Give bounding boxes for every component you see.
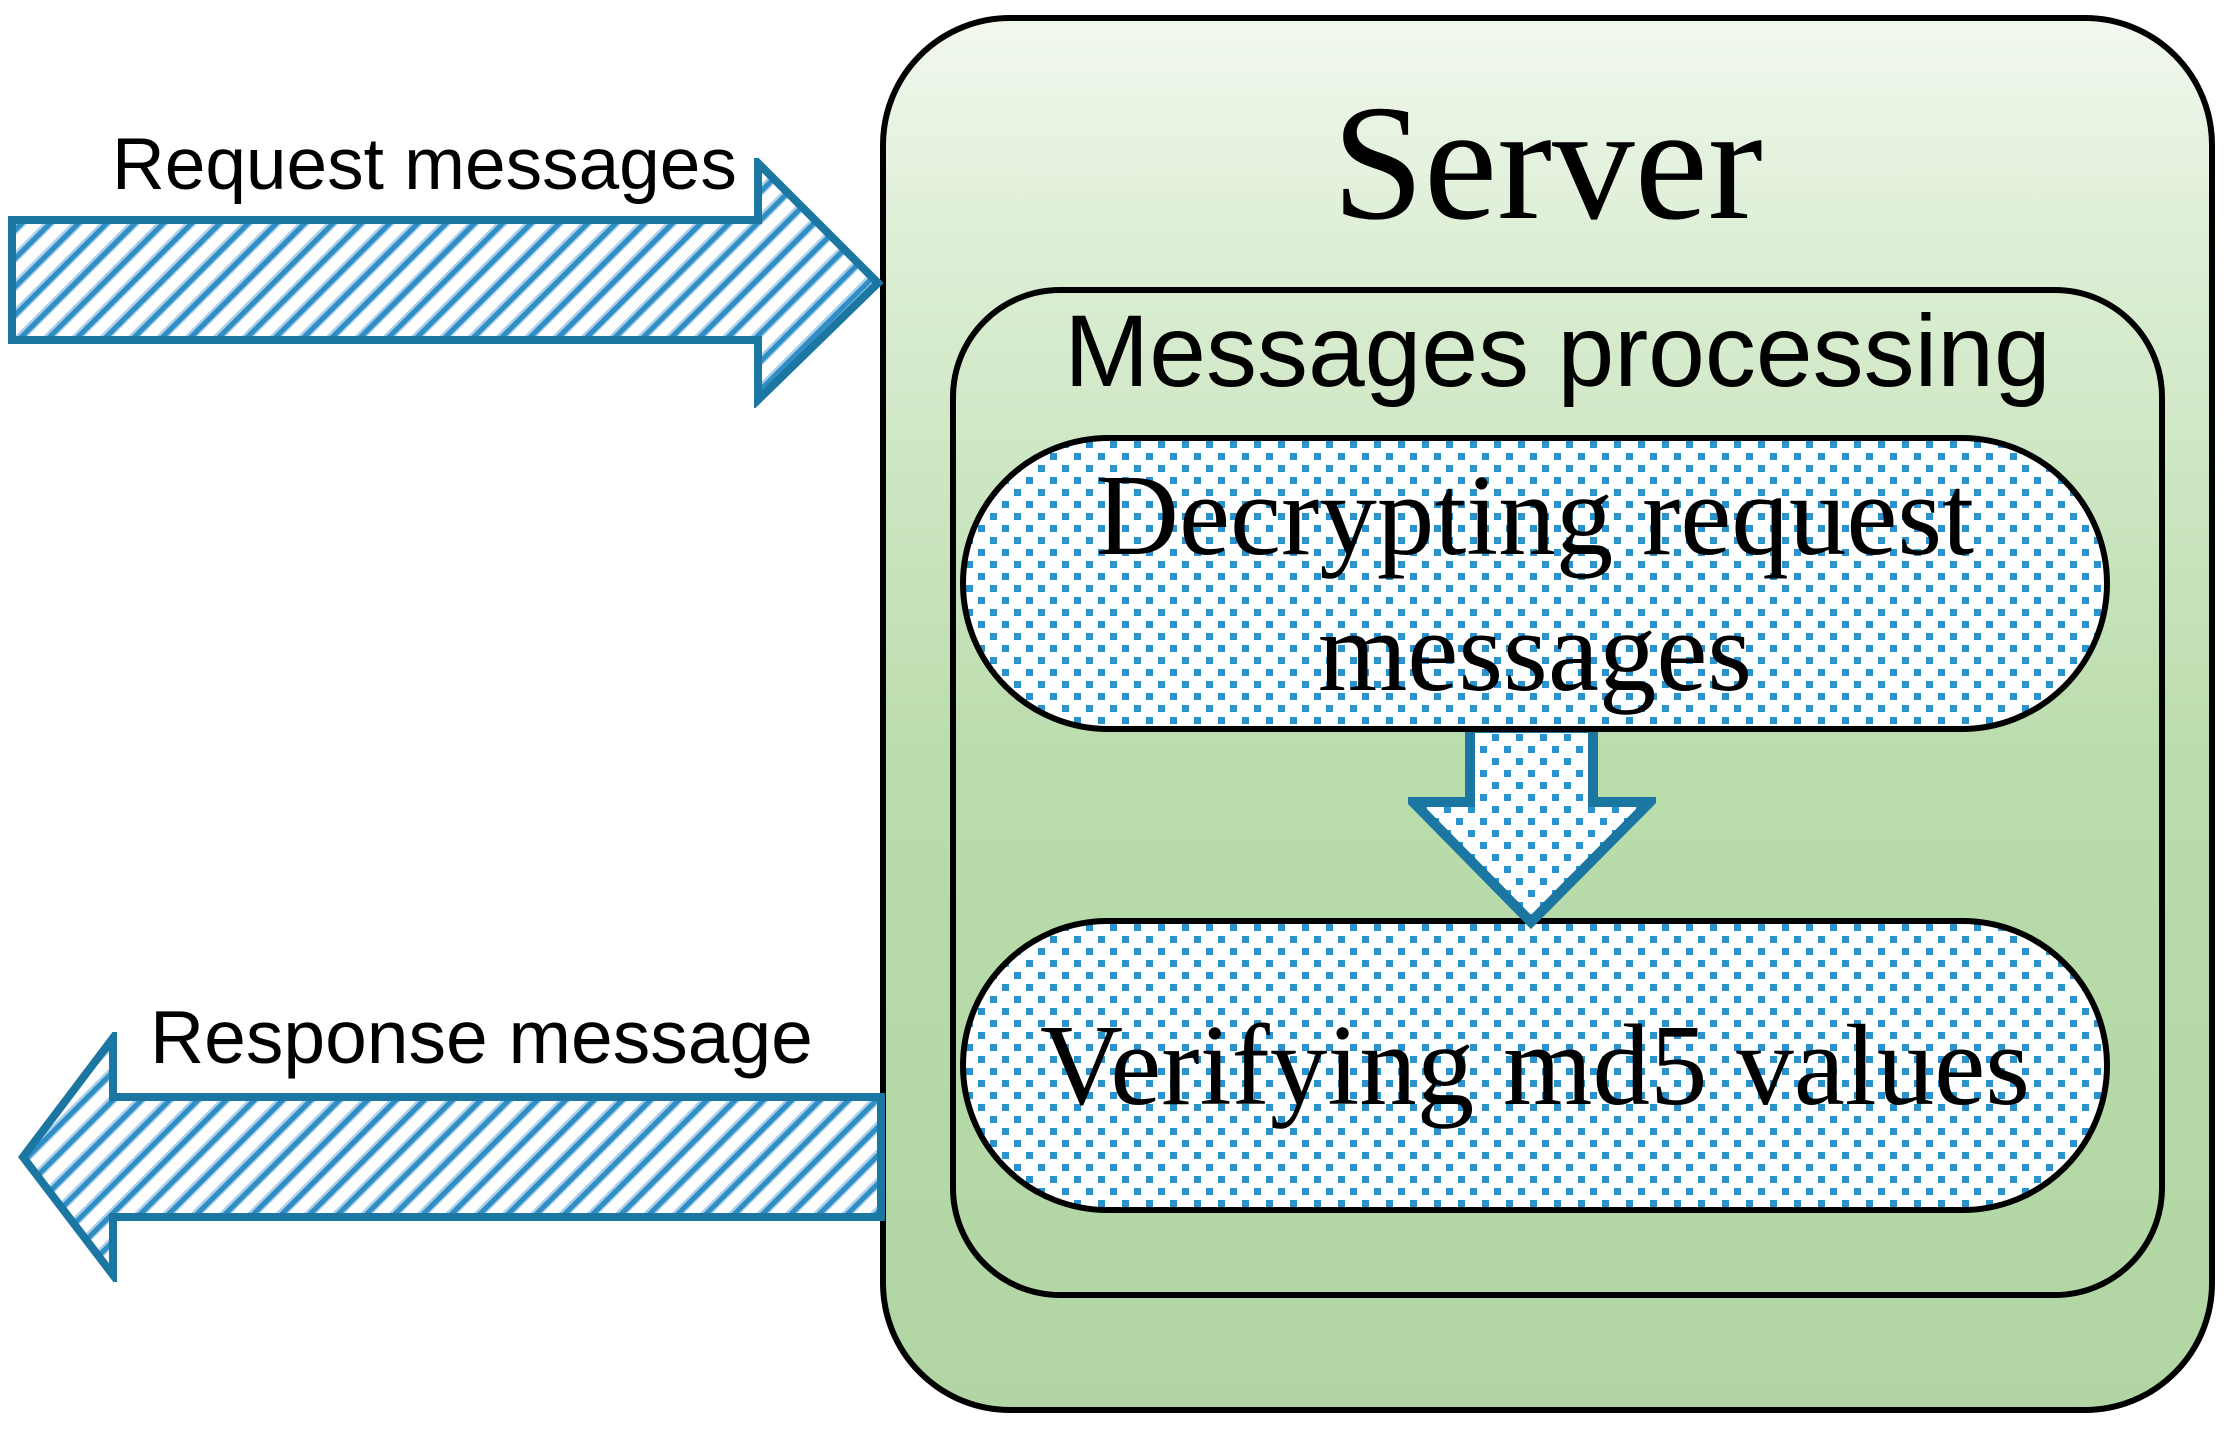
step-verifying-md5-label: Verifying md5 values bbox=[1039, 1001, 2031, 1129]
response-arrow-icon bbox=[17, 1032, 885, 1282]
messages-processing-box bbox=[950, 287, 2165, 1298]
request-messages-label: Request messages bbox=[112, 124, 737, 205]
down-arrow-icon bbox=[1408, 723, 1656, 930]
step-decrypting-label: Decrypting request messages bbox=[1095, 451, 1975, 715]
request-arrow-icon bbox=[8, 158, 884, 408]
step-decrypting-pill: Decrypting request messages bbox=[960, 435, 2110, 732]
step-verifying-md5-pill: Verifying md5 values bbox=[960, 918, 2110, 1213]
messages-processing-title: Messages processing bbox=[1064, 294, 2051, 408]
response-message-label: Response message bbox=[150, 995, 813, 1079]
server-title: Server bbox=[1332, 71, 1763, 254]
